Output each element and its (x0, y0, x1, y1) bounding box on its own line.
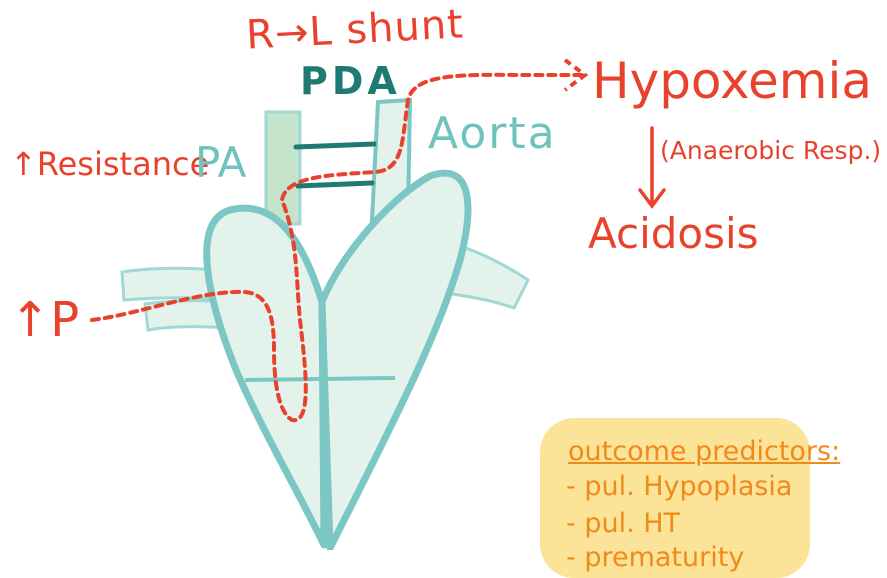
heart-right-lobe (322, 173, 468, 548)
anaerobic-label: (Anaerobic Resp.) (660, 138, 881, 163)
acidosis-label: Acidosis (588, 213, 759, 255)
outcome-title: outcome predictors: (568, 438, 840, 465)
outcome-item: - pul. Hypoplasia (566, 473, 792, 500)
aorta-label: Aorta (428, 112, 557, 156)
hypoxemia-label: Hypoxemia (592, 56, 872, 106)
pda-bar-top (296, 144, 374, 147)
outcome-item: - prematurity (566, 544, 744, 571)
outcome-predictors-note: outcome predictors: - pul. Hypoplasia - … (540, 418, 810, 578)
pda-bar-bottom (298, 183, 372, 186)
pressure-label: ↑P (10, 296, 79, 344)
shunt-label: R→L shunt (245, 4, 465, 55)
resistance-label: ↑Resistance (10, 148, 209, 180)
outcome-item: - pul. HT (566, 510, 680, 537)
pda-label: PDA (300, 62, 401, 100)
pa-label: PA (195, 142, 246, 184)
heart-av-line (245, 378, 395, 380)
